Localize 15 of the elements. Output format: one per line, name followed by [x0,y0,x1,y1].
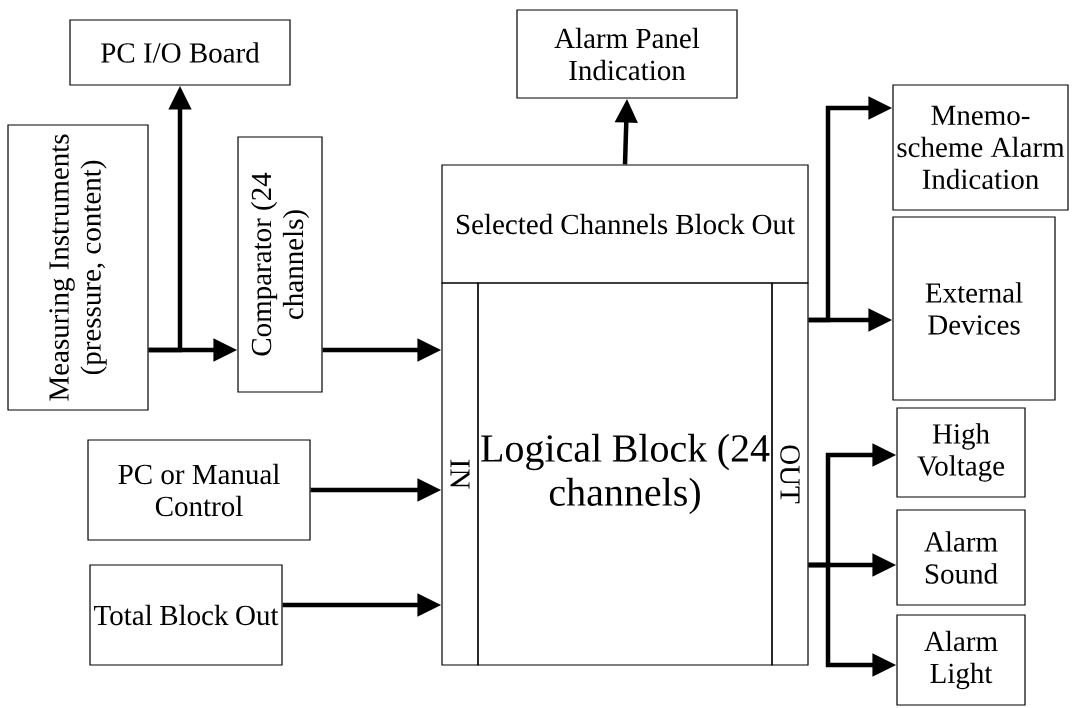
process-box: Alarm Light [896,614,1026,706]
process-box: External Devices [892,216,1056,401]
process-box: High Voltage [896,407,1026,498]
process-box: Alarm Panel Indication [516,9,738,99]
process-box: PC I/O Board [69,19,291,86]
process-box: Comparator (24 channels) [237,136,323,393]
process-box: Alarm Sound [896,509,1026,606]
process-box: Logical Block (24 channels) [477,282,773,666]
input-strip: IN [441,282,479,666]
process-box: Mnemo- scheme Alarm Indication [892,84,1069,211]
process-box: PC or Manual Control [87,439,311,541]
process-box: Measuring Instruments (pressure, content) [7,124,149,411]
output-strip: OUT [771,282,809,666]
process-box: Selected Channels Block Out [441,164,809,284]
process-box: Total Block Out [89,564,283,666]
